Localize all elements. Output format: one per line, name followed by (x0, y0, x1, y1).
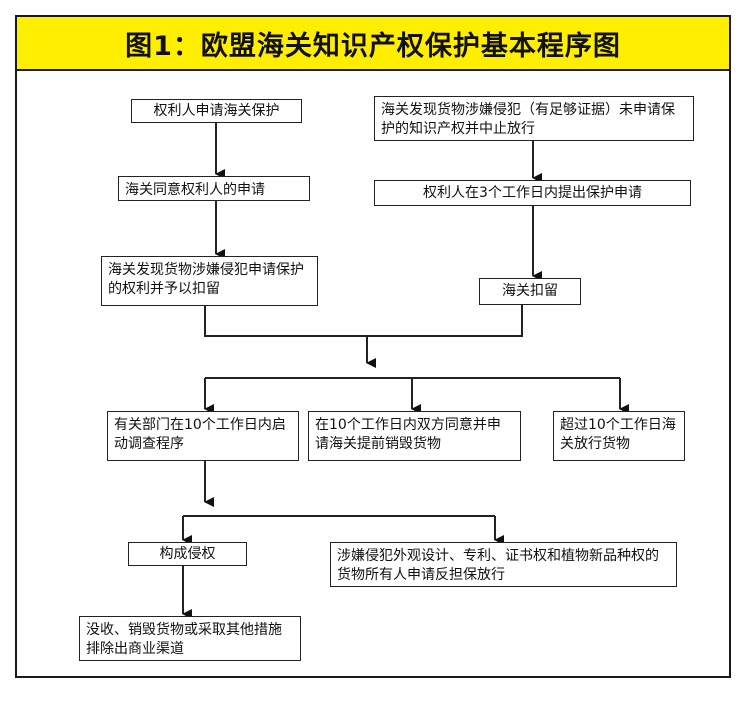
box-apply-within-3-days: 权利人在3个工作日内提出保护申请 (374, 180, 691, 206)
box-early-destruction: 在10个工作日内双方同意并申请海关提前销毁货物 (308, 411, 521, 461)
box-found-unapplied: 海关发现货物涉嫌侵犯（有足够证据）未申请保护的知识产权并中止放行 (374, 96, 694, 141)
box-confiscate: 没收、销毁货物或采取其他措施排除出商业渠道 (79, 616, 301, 661)
box-start-investigation: 有关部门在10个工作日内启动调查程序 (107, 411, 299, 461)
box-apply-protection: 权利人申请海关保护 (131, 99, 302, 123)
box-infringement: 构成侵权 (128, 542, 247, 566)
title-bar: 图1：欧盟海关知识产权保护基本程序图 (17, 17, 729, 71)
box-customs-agree: 海关同意权利人的申请 (118, 176, 310, 201)
diagram-title: 图1：欧盟海关知识产权保护基本程序图 (125, 30, 621, 62)
merge-line (204, 304, 523, 337)
box-detain-applied: 海关发现货物涉嫌侵犯申请保护的权利并予以扣留 (101, 256, 318, 306)
box-counter-guarantee: 涉嫌侵犯外观设计、专利、证书权和植物新品种权的货物所有人申请反担保放行 (330, 542, 677, 587)
box-release-goods: 超过10个工作日海关放行货物 (553, 411, 685, 461)
box-customs-detain: 海关扣留 (479, 278, 581, 305)
